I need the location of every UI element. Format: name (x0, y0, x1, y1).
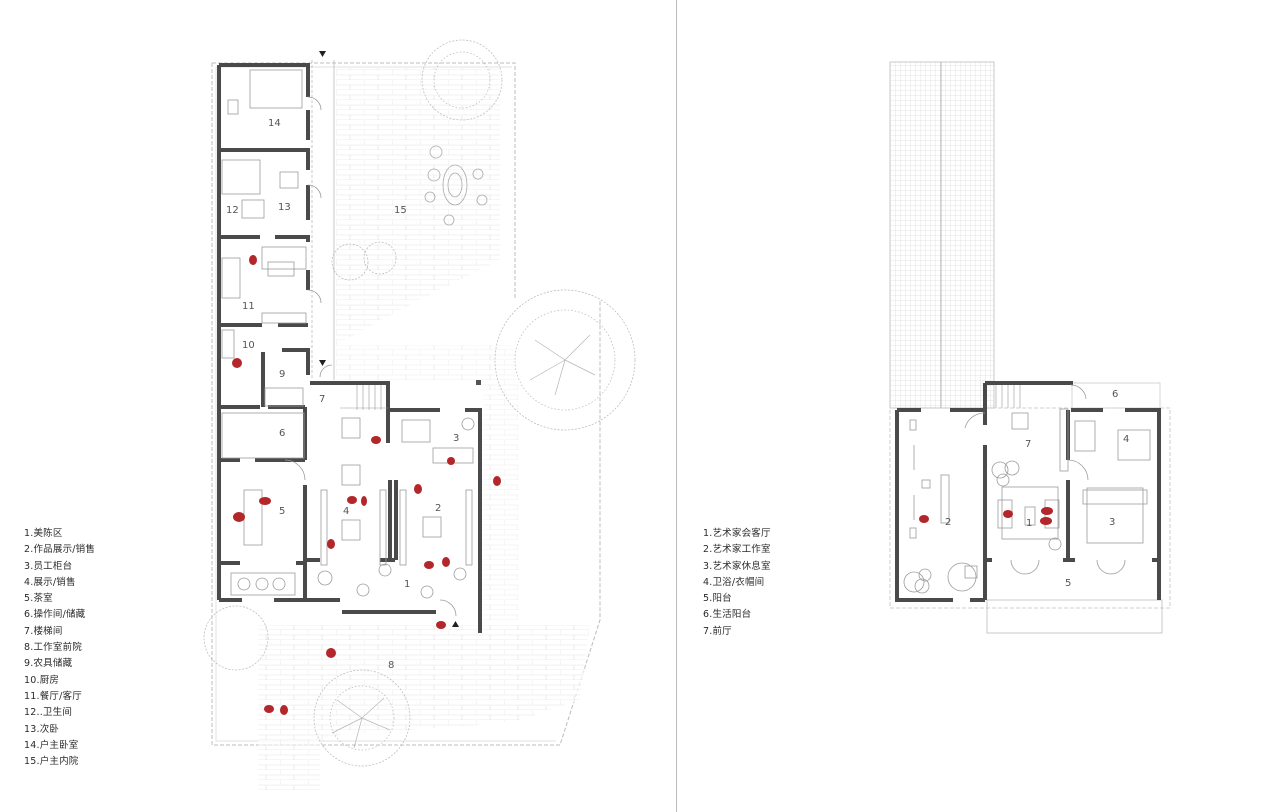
upper-room-7: 7 (1025, 439, 1031, 450)
legend-item: 13.次卧 (24, 723, 60, 735)
legend-item: 11.餐厅/客厅 (24, 690, 82, 702)
legend-item: 3.艺术家休息室 (703, 560, 771, 572)
ground-floor-legend: 1.美陈区 2.作品展示/销售 3.员工柜台 4.展示/销售 5.茶室 6.操作… (24, 526, 95, 770)
ground-room-4: 4 (343, 506, 349, 517)
upper-room-4: 4 (1123, 434, 1129, 445)
ground-room-13: 13 (278, 202, 291, 213)
ground-room-3: 3 (453, 433, 459, 444)
legend-item: 6.操作间/储藏 (24, 609, 86, 621)
legend-item: 12..卫生间 (24, 707, 73, 719)
ground-room-10: 10 (242, 340, 255, 351)
legend-item: 10.厨房 (24, 674, 60, 686)
upper-room-3: 3 (1109, 517, 1115, 528)
upper-room-1: 1 (1026, 518, 1032, 529)
ground-room-5: 5 (279, 506, 285, 517)
legend-item: 2.作品展示/销售 (24, 544, 96, 556)
legend-item: 5.阳台 (703, 593, 732, 605)
legend-item: 9.农具储藏 (24, 658, 73, 670)
ground-room-7: 7 (319, 394, 325, 405)
people-figures (232, 255, 501, 715)
legend-item: 3.员工柜台 (24, 560, 73, 572)
ground-room-2: 2 (435, 503, 441, 514)
upper-room-2: 2 (945, 517, 951, 528)
legend-item: 15.户主内院 (24, 756, 79, 768)
ground-room-8: 8 (388, 660, 394, 671)
page-divider (676, 0, 677, 812)
legend-item: 1.美陈区 (24, 528, 63, 539)
legend-item: 8.工作室前院 (24, 642, 82, 654)
ground-room-6: 6 (279, 428, 285, 439)
legend-item: 14.户主卧室 (24, 739, 79, 751)
upper-room-5: 5 (1065, 578, 1071, 589)
ground-room-labels: 1 2 3 4 5 6 7 8 9 10 11 12 13 14 15 (226, 118, 459, 671)
legend-item: 1.艺术家会客厅 (703, 528, 771, 539)
ground-room-14: 14 (268, 118, 281, 129)
legend-item: 6.生活阳台 (703, 609, 752, 621)
upper-room-6: 6 (1112, 389, 1118, 400)
ground-room-9: 9 (279, 369, 285, 380)
legend-item: 4.卫浴/衣帽间 (703, 576, 765, 588)
upper-people-figures (919, 507, 1053, 525)
ground-room-11: 11 (242, 301, 255, 312)
legend-item: 7.前厅 (703, 625, 732, 637)
ground-room-1: 1 (404, 579, 410, 590)
legend-item: 2.艺术家工作室 (703, 544, 771, 556)
legend-item: 5.茶室 (24, 593, 53, 605)
ground-floor-plan: 1 2 3 4 5 6 7 8 9 10 11 12 13 14 15 (203, 39, 636, 790)
ground-room-15: 15 (394, 205, 407, 216)
legend-item: 4.展示/销售 (24, 576, 76, 588)
upper-floor-legend: 1.艺术家会客厅 2.艺术家工作室 3.艺术家休息室 4.卫浴/衣帽间 5.阳台… (703, 526, 771, 640)
ground-room-12: 12 (226, 205, 239, 216)
upper-room-labels: 1 2 3 4 5 6 7 (945, 389, 1129, 589)
upper-floor-plan: 1 2 3 4 5 6 7 (889, 61, 1171, 634)
legend-item: 7.楼梯间 (24, 625, 63, 637)
